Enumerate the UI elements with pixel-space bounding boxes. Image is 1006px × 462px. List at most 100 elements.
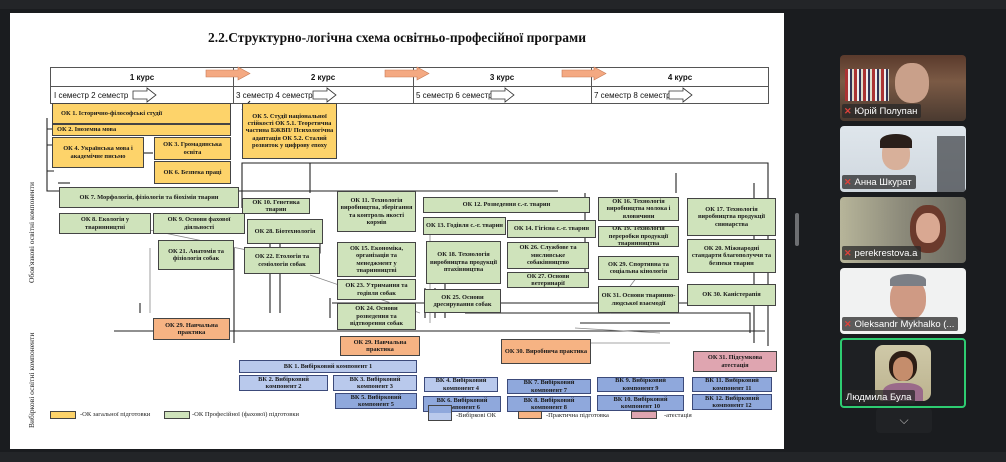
course-box-ok30-practice: ОК 30. Виробнича практика (501, 339, 591, 364)
course-box-vk12: ВК 12. Вибірковий компонент 12 (692, 394, 772, 410)
semester-7-8: 7 семестр 8 семестр (594, 91, 671, 100)
course-box-ok7: ОК 7. Морфологія, фізіологія та біохімія… (59, 187, 239, 208)
header-separator (413, 68, 414, 104)
side-label-elective: Вибіркові освітні компоненти (27, 332, 36, 428)
course-box-ok22: ОК 22. Етологія та семіологія собак (244, 247, 320, 274)
course-header-table: 1 курс 2 курс 3 курс 4 курс І семестр 2 … (50, 67, 769, 104)
white-arrow-icon (312, 87, 337, 103)
semester-1-2: І семестр 2 семестр (54, 91, 129, 100)
course-2: 2 курс (310, 72, 336, 82)
course-box-ok29-sport: ОК 29. Спортивна та соціальна кінологія (598, 256, 679, 280)
course-4: 4 курс (667, 72, 693, 82)
chevron-down-icon: ⌵ (899, 413, 909, 427)
course-box-ok21: ОК 21. Анатомія та фізіологія собак (158, 240, 234, 270)
course-box-vk7: ВК 7. Вибірковий компонент 7 (507, 379, 591, 394)
legend-label-attestation: -атестація (664, 412, 692, 419)
course-box-ok10: ОК 10. Генетика тварин (242, 198, 310, 214)
participant-video (880, 134, 912, 148)
header-separator (591, 68, 592, 104)
course-box-ok29-practice-2: ОК 29. Навчальна практика (340, 336, 420, 356)
header-separator (233, 68, 234, 104)
course-box-ok15: ОК 15. Економіка, організація та менеджм… (337, 242, 416, 277)
course-box-ok28: ОК 28. Біотехнологія (247, 219, 323, 244)
participant-tile[interactable]: ✕perekrestova.a (840, 197, 966, 263)
course-box-vk1: ВК 1. Вибірковий компонент 1 (239, 360, 417, 373)
orange-arrow-icon (205, 66, 251, 81)
mic-muted-icon: ✕ (844, 105, 852, 116)
course-box-ok16: ОК 16. Технологія виробництва молока і я… (598, 197, 679, 221)
side-label-mandatory: Обов'язкові освітні компоненти (27, 182, 36, 283)
legend-label-professional: -ОК Професійної (фахової) підготовки (192, 411, 299, 418)
legend-label-practice: -Практична підготовка (546, 412, 609, 419)
course-box-vk11: ВК 11. Вибірковий компонент 11 (692, 377, 772, 392)
orange-arrow-icon (384, 66, 430, 81)
legend-label-elective: -Вибіркові ОК (456, 412, 496, 419)
course-box-ok5: ОК 5. Студії національної стійкості ОК 5… (242, 103, 337, 159)
course-3: 3 курс (489, 72, 515, 82)
course-box-ok17: ОК 17. Технологія виробництва продукції … (687, 198, 776, 236)
course-box-vk5: ВК 5. Вибірковий компонент 5 (335, 393, 417, 409)
participant-tile[interactable]: ✕Анна Шкурат (840, 126, 966, 192)
course-box-ok19: ОК 19. Технологія переробки продукції тв… (598, 226, 679, 247)
course-box-ok4: ОК 4. Українська мова і академічне письм… (52, 137, 144, 168)
legend-swatch-elective (428, 405, 452, 421)
mic-muted-icon: ✕ (844, 247, 852, 258)
shared-screen-slide: 2.2.Структурно-логічна схема освітньо-пр… (10, 13, 784, 449)
top-bar (0, 0, 1006, 9)
white-arrow-icon (490, 87, 515, 103)
participant-video (890, 274, 926, 286)
header-divider (51, 86, 769, 87)
course-1: 1 курс (129, 72, 155, 82)
course-box-ok2: ОК 2. Іноземна мова (52, 124, 231, 136)
bottom-bar (0, 452, 1006, 462)
course-box-ok25: ОК 25. Основи дресирування собак (424, 289, 501, 313)
course-box-ok14: ОК 14. Гігієна с.-г. тварин (507, 220, 596, 238)
course-box-ok26: ОК 26. Службове та мисливське собаківниц… (507, 242, 589, 269)
course-box-vk9: ВК 9. Вибірковий компонент 9 (597, 377, 684, 392)
course-box-vk3: ВК 3. Вибірковий компонент 3 (333, 375, 417, 391)
participant-video (937, 136, 965, 192)
participant-tile-active-speaker[interactable]: Людмила Була (840, 338, 966, 408)
participant-name-label: ✕Анна Шкурат (842, 175, 916, 189)
legend-swatch-general (50, 411, 76, 419)
course-box-ok29-practice-1: ОК 29. Навчальна практика (153, 318, 230, 340)
participant-name-label: ✕Юрій Полупан (842, 104, 922, 118)
course-box-ok3: ОК 3. Громадянська освіта (154, 137, 231, 160)
course-box-ok13: ОК 13. Годівля с.-г. тварин (423, 217, 506, 235)
legend-label-general: -ОК загальної підготовки (80, 411, 151, 418)
course-box-ok24: ОК 24. Основи розведення та відтворення … (337, 303, 416, 330)
participant-name-label: Людмила Була (844, 390, 916, 404)
course-box-ok20: ОК 20. Міжнародні стандарти благополуччя… (687, 239, 776, 273)
mic-muted-icon: ✕ (844, 176, 852, 187)
participant-tile[interactable]: ✕Oleksandr Mykhalko (... (840, 268, 966, 334)
course-box-ok1: ОК 1. Історично-філософські студії (52, 103, 231, 124)
course-box-ok8: ОК 8. Екологія у тваринництві (59, 213, 151, 234)
semester-5-6: 5 семестр 6 семестр (416, 91, 493, 100)
course-box-ok27: ОК 27. Основи ветеринарії (507, 272, 589, 288)
participant-tile[interactable]: ✕Юрій Полупан (840, 55, 966, 121)
panel-resize-handle[interactable] (795, 213, 799, 246)
legend-swatch-practice (518, 411, 542, 419)
orange-arrow-icon (561, 66, 607, 81)
course-box-ok23: ОК 23. Утримання та годівля собак (337, 279, 416, 300)
course-box-vk8: ВК 8. Вибірковий компонент 8 (507, 396, 591, 412)
legend-swatch-attestation (631, 411, 657, 419)
participant-name-label: ✕perekrestova.a (842, 246, 922, 260)
show-more-participants-button[interactable]: ⌵ (876, 408, 932, 433)
participant-video (895, 63, 929, 103)
course-box-ok11: ОК 11. Технологія виробництва, зберіганн… (337, 191, 416, 232)
course-box-vk4: ВК 4. Вибірковий компонент 4 (424, 377, 498, 392)
semester-3-4: 3 семестр 4 семестр (236, 91, 313, 100)
participant-video (916, 213, 940, 243)
white-arrow-icon (132, 87, 157, 103)
course-box-ok30-canis: ОК 30. Каністерапія (687, 284, 776, 306)
header-arrows (132, 66, 693, 103)
course-box-ok6: ОК 6. Безпека праці (154, 161, 231, 184)
legend-swatch-professional (164, 411, 190, 419)
bookshelf-background (845, 69, 889, 101)
course-box-ok31-interaction: ОК 31. Основи тваринно-людської взаємоді… (598, 286, 679, 313)
course-box-ok12: ОК 12. Розведення с.-г. тварин (423, 197, 590, 213)
course-box-vk10: ВК 10. Вибірковий компонент 10 (597, 395, 684, 411)
course-box-ok9: ОК 9. Основи фахової діяльності (153, 213, 245, 234)
